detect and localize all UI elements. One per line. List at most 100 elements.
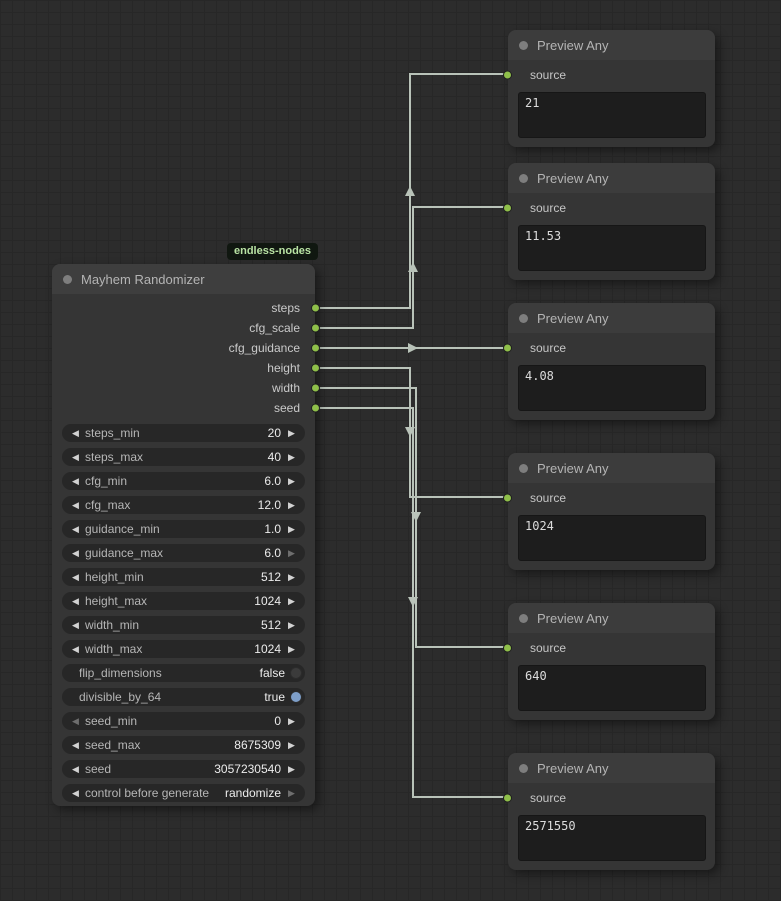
widget-value[interactable]: randomize <box>224 786 281 800</box>
input-port-source[interactable] <box>503 70 512 80</box>
node-title-bar[interactable]: Preview Any <box>508 303 715 333</box>
node-preview-any-5[interactable]: Preview Any source 640 <box>503 603 715 720</box>
node-preview-any-6[interactable]: Preview Any source 2571550 <box>503 753 715 870</box>
preview-value-box[interactable]: 11.53 <box>518 225 706 271</box>
node-title-bar[interactable]: Mayhem Randomizer <box>52 264 315 294</box>
widget-value[interactable]: 20 <box>267 426 281 440</box>
widget-value[interactable]: 1024 <box>254 594 281 608</box>
output-port-cfg-guidance[interactable] <box>311 343 320 353</box>
decrement-arrow-icon[interactable]: ◀ <box>72 572 79 582</box>
node-title-bar[interactable]: Preview Any <box>508 453 715 483</box>
widget-width-max[interactable]: ◀ width_max 1024 ▶ <box>62 640 305 658</box>
widget-steps-max[interactable]: ◀ steps_max 40 ▶ <box>62 448 305 466</box>
prev-option-arrow-icon[interactable]: ◀ <box>72 788 79 798</box>
node-preview-any-3[interactable]: Preview Any source 4.08 <box>503 303 715 420</box>
widget-value[interactable]: 12.0 <box>257 498 281 512</box>
decrement-arrow-icon[interactable]: ◀ <box>72 596 79 606</box>
widget-value[interactable]: 8675309 <box>234 738 281 752</box>
collapse-dot-icon[interactable] <box>519 173 528 183</box>
widget-height-max[interactable]: ◀ height_max 1024 ▶ <box>62 592 305 610</box>
next-option-arrow-icon[interactable]: ▶ <box>288 788 295 798</box>
output-port-height[interactable] <box>311 363 320 373</box>
widget-value[interactable]: 3057230540 <box>214 762 281 776</box>
widget-value[interactable]: 40 <box>267 450 281 464</box>
widget-divisible-by-64[interactable]: divisible_by_64 true <box>62 688 305 706</box>
decrement-arrow-icon[interactable]: ◀ <box>72 644 79 654</box>
decrement-arrow-icon[interactable]: ◀ <box>72 500 79 510</box>
decrement-arrow-icon[interactable]: ◀ <box>72 716 79 726</box>
widget-value[interactable]: 1.0 <box>264 522 281 536</box>
widget-seed-min[interactable]: ◀ seed_min 0 ▶ <box>62 712 305 730</box>
input-port-source[interactable] <box>503 493 512 503</box>
increment-arrow-icon[interactable]: ▶ <box>288 572 295 582</box>
decrement-arrow-icon[interactable]: ◀ <box>72 428 79 438</box>
preview-value-box[interactable]: 21 <box>518 92 706 138</box>
decrement-arrow-icon[interactable]: ◀ <box>72 620 79 630</box>
node-title-bar[interactable]: Preview Any <box>508 30 715 60</box>
preview-value-box[interactable]: 4.08 <box>518 365 706 411</box>
widget-flip-dimensions[interactable]: flip_dimensions false <box>62 664 305 682</box>
increment-arrow-icon[interactable]: ▶ <box>288 764 295 774</box>
preview-value-box[interactable]: 640 <box>518 665 706 711</box>
increment-arrow-icon[interactable]: ▶ <box>288 524 295 534</box>
widget-value[interactable]: 6.0 <box>264 546 281 560</box>
preview-value-box[interactable]: 1024 <box>518 515 706 561</box>
widget-steps-min[interactable]: ◀ steps_min 20 ▶ <box>62 424 305 442</box>
collapse-dot-icon[interactable] <box>519 613 528 623</box>
increment-arrow-icon[interactable]: ▶ <box>288 716 295 726</box>
widget-cfg-max[interactable]: ◀ cfg_max 12.0 ▶ <box>62 496 305 514</box>
decrement-arrow-icon[interactable]: ◀ <box>72 452 79 462</box>
increment-arrow-icon[interactable]: ▶ <box>288 500 295 510</box>
toggle-off-icon[interactable] <box>290 667 302 679</box>
increment-arrow-icon[interactable]: ▶ <box>288 548 295 558</box>
output-port-seed[interactable] <box>311 403 320 413</box>
decrement-arrow-icon[interactable]: ◀ <box>72 524 79 534</box>
increment-arrow-icon[interactable]: ▶ <box>288 428 295 438</box>
widget-value[interactable]: 512 <box>260 570 281 584</box>
widget-width-min[interactable]: ◀ width_min 512 ▶ <box>62 616 305 634</box>
node-mayhem-randomizer[interactable]: Mayhem Randomizer steps cfg_scale cfg_gu… <box>52 264 320 806</box>
output-port-width[interactable] <box>311 383 320 393</box>
widget-guidance-max[interactable]: ◀ guidance_max 6.0 ▶ <box>62 544 305 562</box>
collapse-dot-icon[interactable] <box>519 313 528 323</box>
collapse-dot-icon[interactable] <box>519 40 528 50</box>
widget-seed[interactable]: ◀ seed 3057230540 ▶ <box>62 760 305 778</box>
node-title-bar[interactable]: Preview Any <box>508 753 715 783</box>
preview-value-box[interactable]: 2571550 <box>518 815 706 861</box>
widget-value[interactable]: 1024 <box>254 642 281 656</box>
input-port-source[interactable] <box>503 343 512 353</box>
toggle-on-icon[interactable] <box>290 691 302 703</box>
increment-arrow-icon[interactable]: ▶ <box>288 452 295 462</box>
decrement-arrow-icon[interactable]: ◀ <box>72 764 79 774</box>
collapse-dot-icon[interactable] <box>519 763 528 773</box>
input-port-source[interactable] <box>503 203 512 213</box>
widget-value[interactable]: 0 <box>274 714 281 728</box>
increment-arrow-icon[interactable]: ▶ <box>288 620 295 630</box>
decrement-arrow-icon[interactable]: ◀ <box>72 476 79 486</box>
increment-arrow-icon[interactable]: ▶ <box>288 740 295 750</box>
node-preview-any-4[interactable]: Preview Any source 1024 <box>503 453 715 570</box>
widget-value[interactable]: true <box>264 690 285 704</box>
increment-arrow-icon[interactable]: ▶ <box>288 476 295 486</box>
node-preview-any-1[interactable]: Preview Any source 21 <box>503 30 715 147</box>
widget-guidance-min[interactable]: ◀ guidance_min 1.0 ▶ <box>62 520 305 538</box>
node-title-bar[interactable]: Preview Any <box>508 163 715 193</box>
output-port-steps[interactable] <box>311 303 320 313</box>
node-preview-any-2[interactable]: Preview Any source 11.53 <box>503 163 715 280</box>
increment-arrow-icon[interactable]: ▶ <box>288 644 295 654</box>
input-port-source[interactable] <box>503 643 512 653</box>
collapse-dot-icon[interactable] <box>519 463 528 473</box>
widget-cfg-min[interactable]: ◀ cfg_min 6.0 ▶ <box>62 472 305 490</box>
decrement-arrow-icon[interactable]: ◀ <box>72 548 79 558</box>
widget-control-before-generate[interactable]: ◀ control before generate randomize ▶ <box>62 784 305 802</box>
input-port-source[interactable] <box>503 793 512 803</box>
widget-seed-max[interactable]: ◀ seed_max 8675309 ▶ <box>62 736 305 754</box>
widget-value[interactable]: 6.0 <box>264 474 281 488</box>
increment-arrow-icon[interactable]: ▶ <box>288 596 295 606</box>
decrement-arrow-icon[interactable]: ◀ <box>72 740 79 750</box>
collapse-dot-icon[interactable] <box>63 274 72 284</box>
widget-value[interactable]: false <box>259 666 285 680</box>
node-title-bar[interactable]: Preview Any <box>508 603 715 633</box>
output-port-cfg-scale[interactable] <box>311 323 320 333</box>
